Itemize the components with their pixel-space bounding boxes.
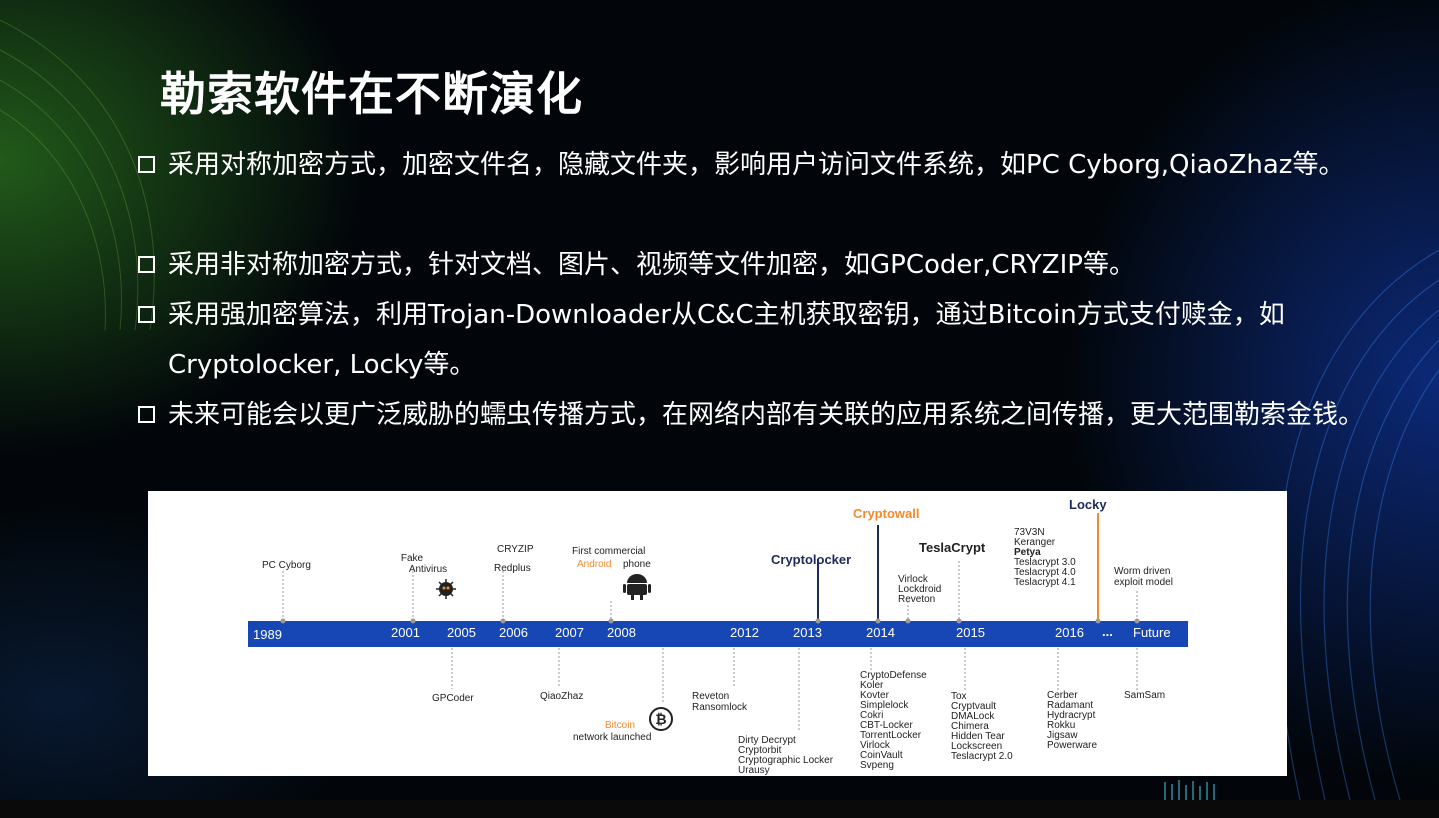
- event-label: CoinVault: [860, 750, 903, 761]
- event-label: Bitcoin: [605, 720, 635, 731]
- slide-title: 勒索软件在不断演化: [160, 67, 583, 121]
- year-label: 2016: [1055, 625, 1084, 640]
- event-label: Urausy: [738, 765, 770, 776]
- event-label: Reveton: [692, 691, 729, 702]
- bullet-text: 采用非对称加密方式，针对文档、图片、视频等文件加密，如GPCoder,CRYZI…: [168, 250, 1135, 280]
- event-label: Teslacrypt 4.1: [1014, 577, 1076, 588]
- year-label: 2006: [499, 625, 528, 640]
- event-label: Powerware: [1047, 740, 1097, 751]
- event-label: PC Cyborg: [262, 560, 311, 571]
- event-label: Dirty Decrypt: [738, 735, 796, 746]
- event-label: Svpeng: [860, 760, 894, 771]
- decorative-arcs: [0, 19, 1439, 800]
- event-label: Petya: [1014, 547, 1041, 558]
- bullet-item: 采用对称加密方式，加密文件名，隐藏文件夹，影响用户访问文件系统，如PC Cybo…: [138, 140, 1368, 190]
- ransomware-timeline-image: 1989 2001 2005 2006 2007 2008 2012 2013 …: [148, 491, 1287, 776]
- cryptowall-label: Cryptowall: [853, 506, 919, 521]
- year-label: 2015: [956, 625, 985, 640]
- android-icon: [623, 574, 651, 600]
- virus-icon: [436, 579, 456, 599]
- event-label: Reveton: [898, 594, 935, 605]
- event-label: Teslacrypt 3.0: [1014, 557, 1076, 568]
- event-label: CryptoDefense: [860, 670, 927, 681]
- event-label: Simplelock: [860, 700, 909, 711]
- event-label: Cryptorbit: [738, 745, 782, 756]
- event-label: Chimera: [951, 721, 989, 732]
- square-bullet-icon: [138, 406, 155, 423]
- square-bullet-icon: [138, 306, 155, 323]
- year-label: 2014: [866, 625, 895, 640]
- event-label: Cerber: [1047, 690, 1078, 701]
- event-label: Virlock: [860, 740, 891, 751]
- year-label: 2001: [391, 625, 420, 640]
- event-label: network launched: [573, 732, 651, 743]
- event-label: Cryptographic Locker: [738, 755, 834, 766]
- event-label: Teslacrypt 4.0: [1014, 567, 1076, 578]
- year-label: 2008: [607, 625, 636, 640]
- event-label: Antivirus: [409, 564, 447, 575]
- event-label: CBT-Locker: [860, 720, 913, 731]
- year-label: 2007: [555, 625, 584, 640]
- year-label: 2012: [730, 625, 759, 640]
- year-label: 1989: [253, 627, 282, 642]
- event-label: Teslacrypt 2.0: [951, 751, 1013, 762]
- bullet-text: 采用强加密算法，利用Trojan-Downloader从C&C主机获取密钥，通过…: [168, 300, 1285, 380]
- bullet-item: 未来可能会以更广泛威胁的蠕虫传播方式，在网络内部有关联的应用系统之间传播，更大范…: [138, 390, 1368, 440]
- event-label: TorrentLocker: [860, 730, 922, 741]
- event-label: Redplus: [494, 563, 531, 574]
- event-label: Lockdroid: [898, 584, 941, 595]
- bullet-item: 采用强加密算法，利用Trojan-Downloader从C&C主机获取密钥，通过…: [138, 290, 1368, 390]
- event-label: Rokku: [1047, 720, 1075, 731]
- event-label: Tox: [951, 691, 967, 702]
- event-label: Hydracrypt: [1047, 710, 1096, 721]
- year-label: 2005: [447, 625, 476, 640]
- event-label: Hidden Tear: [951, 731, 1005, 742]
- year-label: 2013: [793, 625, 822, 640]
- locky-label: Locky: [1069, 497, 1107, 512]
- event-label: Koler: [860, 680, 884, 691]
- event-label: Cokri: [860, 710, 883, 721]
- event-label: Cryptvault: [951, 701, 996, 712]
- event-label: exploit model: [1114, 577, 1173, 588]
- event-label: SamSam: [1124, 690, 1165, 701]
- event-label: First commercial: [572, 546, 645, 557]
- year-label: Future: [1133, 625, 1171, 640]
- bitcoin-icon: ₿: [649, 707, 673, 731]
- event-label: CRYZIP: [497, 544, 534, 555]
- event-label: Jigsaw: [1047, 730, 1078, 741]
- svg-text:₿: ₿: [655, 711, 666, 727]
- square-bullet-icon: [138, 156, 155, 173]
- event-label: QiaoZhaz: [540, 691, 583, 702]
- event-label: Kovter: [860, 690, 890, 701]
- event-label: Radamant: [1047, 700, 1093, 711]
- event-label: GPCoder: [432, 693, 474, 704]
- event-label: Keranger: [1014, 537, 1056, 548]
- event-label: Worm driven: [1114, 566, 1171, 577]
- square-bullet-icon: [138, 256, 155, 273]
- event-label: phone: [623, 559, 651, 570]
- bullet-item: 采用非对称加密方式，针对文档、图片、视频等文件加密，如GPCoder,CRYZI…: [138, 240, 1368, 290]
- teslacrypt-label: TeslaCrypt: [919, 540, 986, 555]
- event-label: Android: [577, 559, 611, 570]
- event-label: DMALock: [951, 711, 995, 722]
- cryptolocker-label: Cryptolocker: [771, 552, 851, 567]
- timeline-bar: [248, 621, 1188, 647]
- event-label: Fake: [401, 553, 424, 564]
- event-label: Virlock: [898, 574, 929, 585]
- event-label: Ransomlock: [692, 702, 748, 713]
- bottom-bar: [0, 800, 1439, 818]
- ellipsis-label: ...: [1102, 624, 1113, 639]
- event-label: Lockscreen: [951, 741, 1002, 752]
- bullet-text: 采用对称加密方式，加密文件名，隐藏文件夹，影响用户访问文件系统，如PC Cybo…: [168, 150, 1345, 180]
- bullet-text: 未来可能会以更广泛威胁的蠕虫传播方式，在网络内部有关联的应用系统之间传播，更大范…: [168, 400, 1365, 430]
- event-label: 73V3N: [1014, 527, 1045, 538]
